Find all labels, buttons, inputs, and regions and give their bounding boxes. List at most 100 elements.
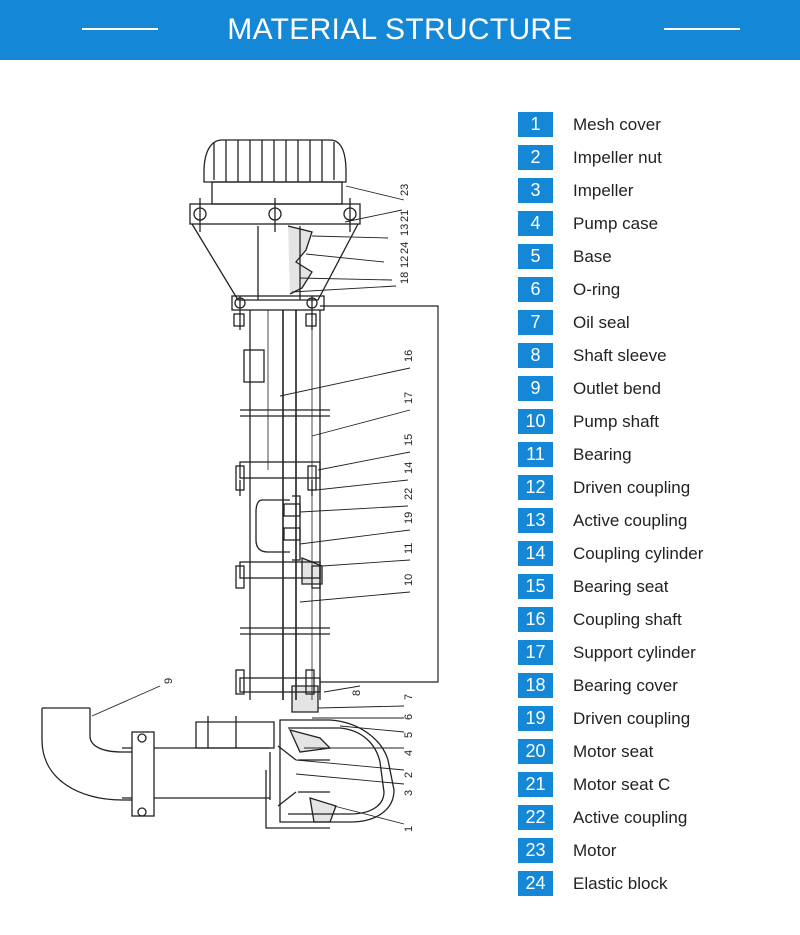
legend-number: 3: [518, 178, 553, 203]
callout-1: 1: [403, 826, 415, 832]
legend-label: Impeller nut: [573, 147, 662, 167]
callout-6: 6: [403, 714, 415, 720]
legend-number: 23: [518, 838, 553, 863]
callout-23: 23: [399, 184, 411, 196]
support-cylinder: [249, 310, 321, 700]
legend-label: Bearing seat: [573, 576, 669, 596]
legend-number: 9: [518, 376, 553, 401]
legend-item: 10 Pump shaft: [518, 405, 788, 438]
legend-label: Support cylinder: [573, 642, 696, 662]
legend-label: Mesh cover: [573, 114, 661, 134]
legend-number: 1: [518, 112, 553, 137]
callout-10: 10: [403, 574, 415, 586]
legend-label: Motor: [573, 840, 617, 860]
legend-item: 16 Coupling shaft: [518, 603, 788, 636]
legend-item: 6 O-ring: [518, 273, 788, 306]
pump-case: [279, 719, 395, 823]
legend-item: 13 Active coupling: [518, 504, 788, 537]
legend-label: Pump case: [573, 213, 659, 233]
legend-number: 24: [518, 871, 553, 896]
legend-number: 22: [518, 805, 553, 830]
legend-number: 18: [518, 673, 553, 698]
legend-item: 12 Driven coupling: [518, 471, 788, 504]
legend-item: 22 Active coupling: [518, 801, 788, 834]
callout-24: 24: [399, 242, 411, 254]
legend-number: 12: [518, 475, 553, 500]
callout-3: 3: [403, 790, 415, 796]
legend-label: Bearing cover: [573, 675, 678, 695]
callout-19: 19: [403, 512, 415, 524]
callout-11: 11: [403, 543, 415, 554]
callout-5: 5: [403, 732, 415, 738]
callout-12: 12: [399, 256, 411, 268]
title-banner: MATERIAL STRUCTURE: [0, 0, 800, 60]
legend-item: 18 Bearing cover: [518, 669, 788, 702]
legend-number: 8: [518, 343, 553, 368]
callout-2: 2: [403, 772, 415, 778]
legend-item: 23 Motor: [518, 834, 788, 867]
legend-label: Bearing: [573, 444, 632, 464]
legend-label: Motor seat: [573, 741, 654, 761]
legend-label: Driven coupling: [573, 708, 691, 728]
legend-number: 14: [518, 541, 553, 566]
motor-seat-cone: [191, 223, 359, 301]
coupling-shaft: [282, 310, 297, 700]
legend-number: 11: [518, 442, 553, 467]
banner-left-rule: [82, 28, 158, 30]
legend-label: Active coupling: [573, 510, 688, 530]
legend-label: O-ring: [573, 279, 621, 299]
legend-label: Shaft sleeve: [573, 345, 667, 365]
impeller: [269, 745, 330, 807]
legend-item: 14 Coupling cylinder: [518, 537, 788, 570]
callout-21: 21: [399, 210, 411, 222]
legend-label: Pump shaft: [573, 411, 659, 431]
legend-label: Driven coupling: [573, 477, 691, 497]
legend-item: 4 Pump case: [518, 207, 788, 240]
legend-item: 20 Motor seat: [518, 735, 788, 768]
legend-label: Coupling cylinder: [573, 543, 704, 563]
callout-18: 18: [399, 272, 411, 284]
legend-label: Motor seat C: [573, 774, 671, 794]
callout-8: 8: [351, 690, 363, 696]
legend-number: 4: [518, 211, 553, 236]
legend-number: 16: [518, 607, 553, 632]
page-title: MATERIAL STRUCTURE: [227, 13, 573, 46]
callout-14: 14: [403, 462, 415, 474]
legend-number: 6: [518, 277, 553, 302]
legend-item: 19 Driven coupling: [518, 702, 788, 735]
callout-7: 7: [403, 694, 415, 700]
legend-number: 19: [518, 706, 553, 731]
callout-16: 16: [403, 350, 415, 362]
legend-number: 20: [518, 739, 553, 764]
motor-fins: [203, 139, 347, 183]
legend-number: 17: [518, 640, 553, 665]
legend-number: 13: [518, 508, 553, 533]
callout-13: 13: [399, 224, 411, 236]
base-plate: [195, 721, 275, 749]
mesh-cover: [265, 770, 330, 829]
legend-item: 17 Support cylinder: [518, 636, 788, 669]
outlet-bend: [41, 707, 132, 801]
callout-17: 17: [403, 392, 415, 404]
callout-22: 22: [403, 488, 415, 500]
callout-4: 4: [403, 750, 415, 756]
legend-number: 2: [518, 145, 553, 170]
legend-label: Base: [573, 246, 612, 266]
legend-label: Coupling shaft: [573, 609, 682, 629]
legend-item: 2 Impeller nut: [518, 141, 788, 174]
legend-item: 11 Bearing: [518, 438, 788, 471]
legend-item: 5 Base: [518, 240, 788, 273]
legend-number: 7: [518, 310, 553, 335]
legend-number: 10: [518, 409, 553, 434]
legend-number: 5: [518, 244, 553, 269]
pump-structure-drawing: 23 21 13 24 12 18 16 17 15 14 22 19 11 1…: [41, 139, 439, 832]
legend-number: 15: [518, 574, 553, 599]
legend-item: 15 Bearing seat: [518, 570, 788, 603]
legend-label: Active coupling: [573, 807, 688, 827]
